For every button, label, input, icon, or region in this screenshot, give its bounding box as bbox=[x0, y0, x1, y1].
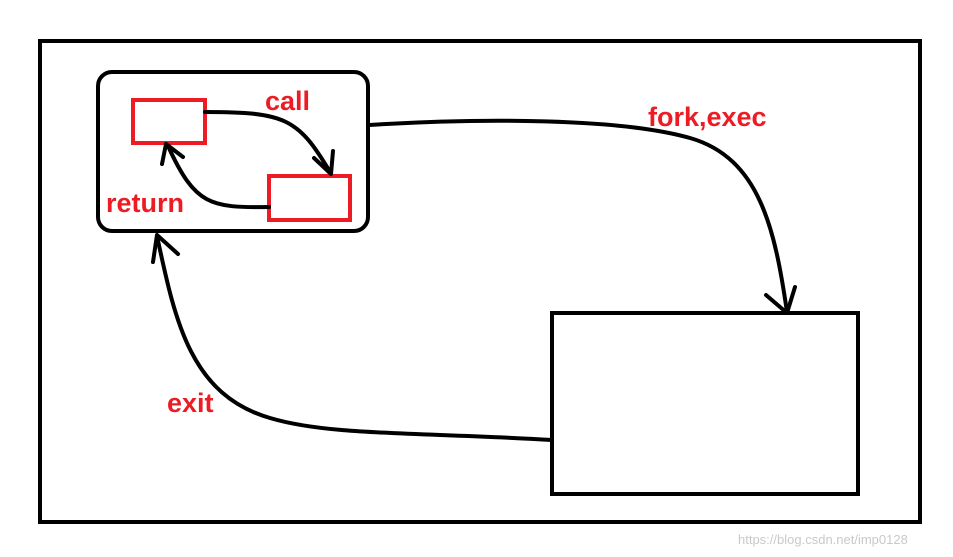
exit-arrow bbox=[151, 233, 554, 442]
watermark-text: https://blog.csdn.net/imp0128 bbox=[738, 532, 908, 547]
return-label: return bbox=[106, 188, 185, 218]
exit-label: exit bbox=[167, 388, 214, 418]
call-label: call bbox=[265, 86, 311, 116]
return-arrow bbox=[160, 142, 271, 210]
call-arrow bbox=[203, 110, 335, 176]
function-box-caller bbox=[131, 98, 207, 145]
child-process-box bbox=[550, 311, 860, 496]
function-box-callee bbox=[267, 174, 352, 222]
fork-exec-label: fork,exec bbox=[648, 102, 767, 132]
parent-process-box bbox=[96, 70, 370, 233]
outer-frame bbox=[38, 39, 922, 524]
fork-exec-arrow bbox=[367, 118, 797, 315]
